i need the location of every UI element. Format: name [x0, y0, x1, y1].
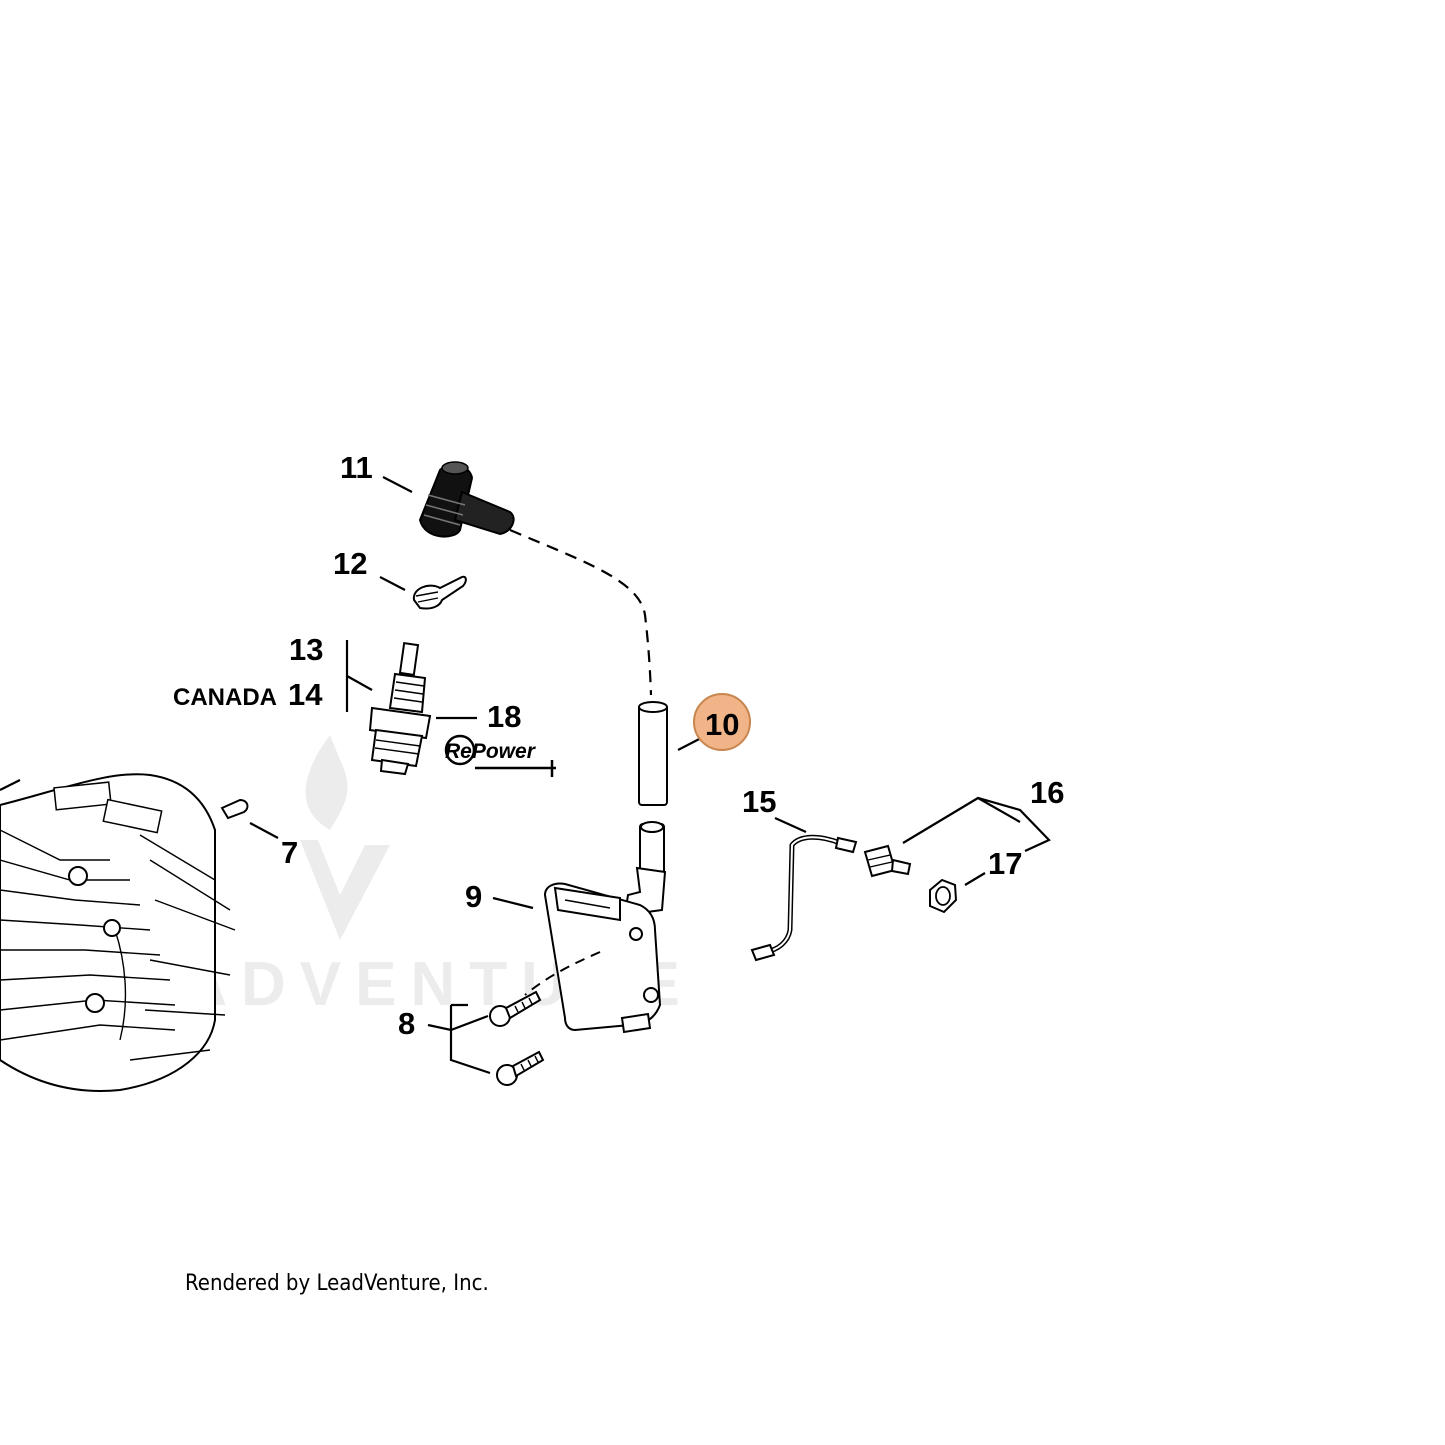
callout-8[interactable]: 8	[398, 1006, 415, 1041]
callout-10[interactable]: 10	[705, 707, 739, 742]
coil-screw-dashed	[524, 951, 601, 996]
repower-logo: RePower	[444, 734, 556, 777]
part-8-screws[interactable]: 8	[398, 990, 545, 1086]
part-11-spark-plug-boot[interactable]: 11	[340, 450, 515, 538]
canada-label: CANADA	[173, 684, 277, 711]
callout-16[interactable]: 16	[1030, 775, 1064, 810]
part-13-14-spark-plug[interactable]: 13 CANADA 14	[173, 632, 432, 776]
callout-11[interactable]: 11	[340, 450, 373, 485]
part-7-key[interactable]: 7	[220, 798, 298, 870]
rendered-by-credit: Rendered by LeadVenture, Inc.	[185, 1271, 489, 1296]
flywheel	[0, 773, 236, 1092]
svg-text:RePower: RePower	[445, 740, 537, 763]
part-16-switch[interactable]: 16	[863, 775, 1064, 878]
callout-7[interactable]: 7	[281, 835, 298, 870]
part-9-ignition-coil[interactable]: 9	[465, 821, 667, 1034]
callout-13[interactable]: 13	[289, 632, 323, 667]
callout-15[interactable]: 15	[742, 784, 776, 819]
part-17-nut[interactable]: 17	[929, 846, 1022, 914]
callout-9[interactable]: 9	[465, 879, 482, 914]
callout-12[interactable]: 12	[333, 546, 367, 581]
part-15-wire[interactable]: 15	[742, 784, 858, 962]
callout-18[interactable]: 18	[487, 699, 521, 734]
part-18-repower[interactable]: 18 RePower	[436, 699, 556, 777]
part-12-spring[interactable]: 12	[333, 546, 467, 610]
highlight-circle	[693, 693, 751, 751]
lead-wire-dashed	[509, 528, 653, 696]
callout-14[interactable]: 14	[288, 677, 323, 712]
callout-17[interactable]: 17	[988, 846, 1022, 881]
part-10-tube[interactable]: 10	[638, 693, 751, 806]
